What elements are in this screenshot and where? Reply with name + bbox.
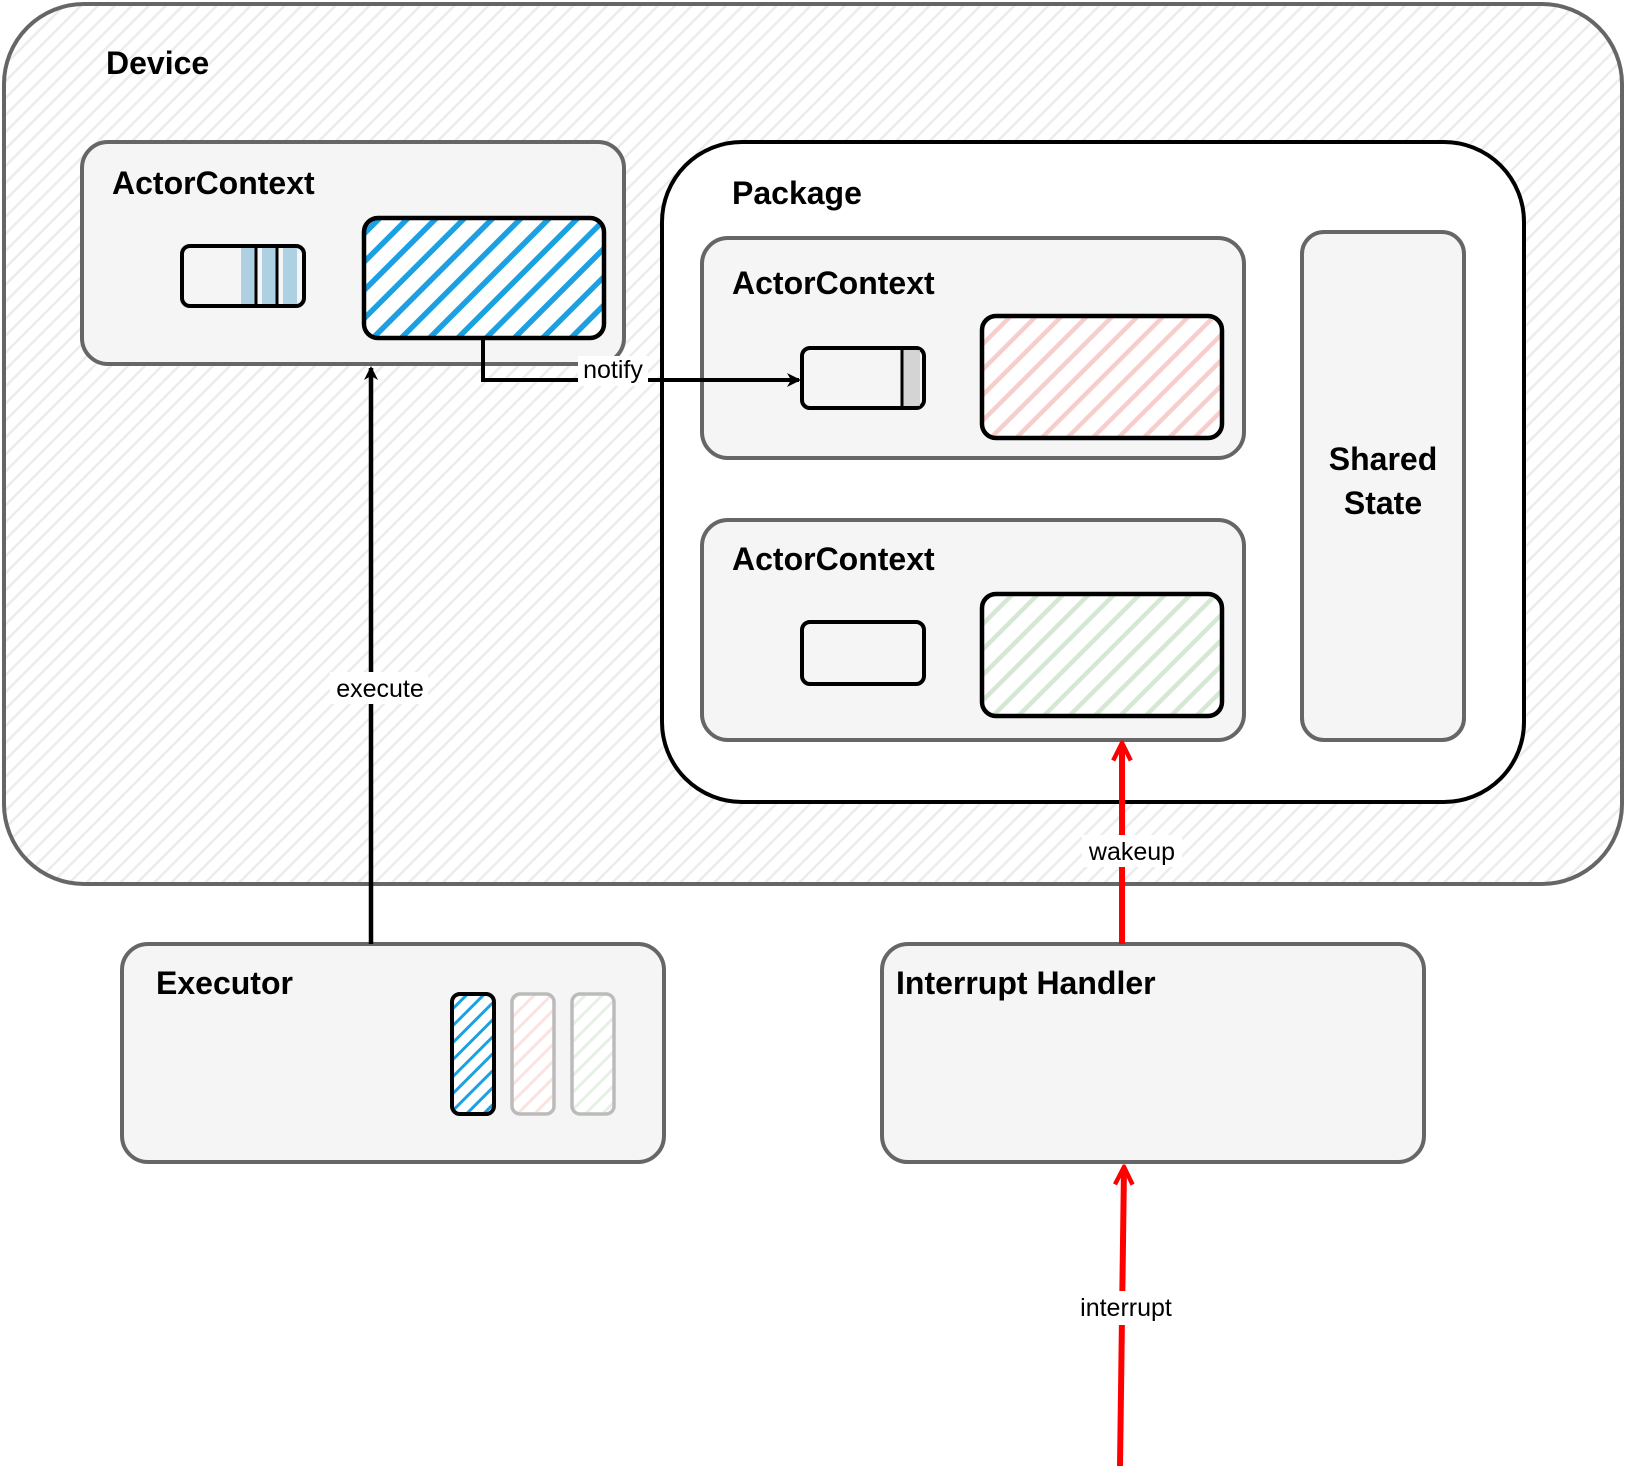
execute-label: execute <box>336 675 424 703</box>
interrupt-handler-box <box>880 942 1426 1164</box>
shared-state-label-line2: State <box>1344 485 1422 521</box>
wakeup-label-bg <box>1082 835 1182 867</box>
execute-label-bg <box>330 672 428 704</box>
actor-context-main-queue <box>180 244 306 308</box>
package-actor-context-top-queue <box>800 346 926 410</box>
executor-title: Executor <box>156 965 293 1001</box>
package-actor-context-bottom-state <box>979 591 1225 719</box>
actor-context-main-title: ActorContext <box>112 165 315 201</box>
actor-context-main-state <box>361 215 607 341</box>
device-title: Device <box>106 45 209 81</box>
executor-slot-green <box>570 992 616 1116</box>
interrupt-label-bg <box>1070 1291 1182 1325</box>
interrupt-label: interrupt <box>1080 1294 1172 1322</box>
package-actor-context-bottom-title: ActorContext <box>732 541 935 577</box>
package-actor-context-top-state <box>979 313 1225 441</box>
notify-label: notify <box>583 356 643 384</box>
package-actor-context-top-title: ActorContext <box>732 265 935 301</box>
executor-slot-active <box>450 992 496 1116</box>
package-title: Package <box>732 175 862 211</box>
shared-state-label-line1: Shared <box>1329 441 1437 477</box>
shared-state <box>1300 230 1466 742</box>
wakeup-label: wakeup <box>1088 838 1175 866</box>
notify-label-bg <box>578 356 648 386</box>
executor-slot-red <box>510 992 556 1116</box>
notify-arrow <box>481 338 801 387</box>
package-actor-context-bottom-queue <box>800 620 926 686</box>
interrupt-handler-title: Interrupt Handler <box>896 965 1156 1001</box>
